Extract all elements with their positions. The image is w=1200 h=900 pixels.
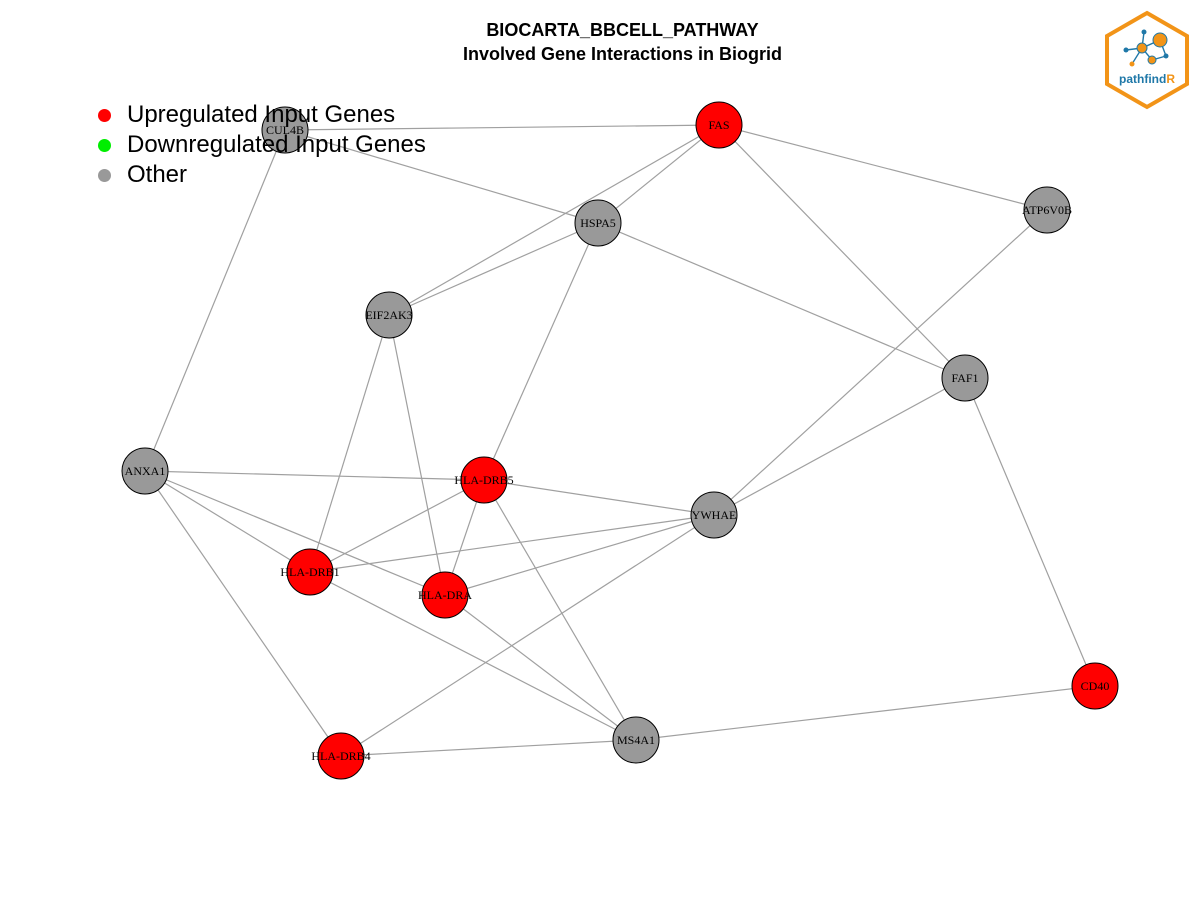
node-circle-ywhae (690, 491, 738, 539)
edge-cul4b-hspa5 (284, 129, 599, 224)
edge-ms4a1-hla-drb4 (340, 739, 637, 757)
edge-anxa1-hla-dra (144, 470, 446, 596)
edge-anxa1-hla-drb5 (144, 470, 485, 481)
node-cul4b: CUL4B (261, 106, 309, 154)
node-hla-drb4: HLA-DRB4 (311, 732, 371, 780)
logo-hexagon (1105, 10, 1189, 110)
legend-swatch-other (98, 168, 111, 182)
edge-fas-hspa5 (597, 124, 720, 224)
node-eif2ak3: EIF2AK3 (365, 291, 413, 339)
edge-hla-drb1-ms4a1 (309, 571, 637, 741)
logo-text: pathfindR (1119, 72, 1175, 86)
node-label-ms4a1: MS4A1 (617, 733, 655, 747)
node-hla-drb5: HLA-DRB5 (454, 456, 514, 504)
node-faf1: FAF1 (941, 354, 989, 402)
edge-hla-drb5-hla-drb1 (309, 479, 485, 573)
edge-fas-eif2ak3 (388, 124, 720, 316)
legend-label-upregulated: Upregulated Input Genes (127, 101, 396, 128)
edge-eif2ak3-hla-drb1 (309, 314, 390, 573)
node-label-hla-dra: HLA-DRA (418, 588, 472, 602)
edge-ywhae-hla-drb4 (340, 514, 715, 757)
node-layer: CUL4B FAS HSPA5 ATP6V0B EIF2AK3FAF1ANXA1HLA-… (121, 101, 1119, 780)
node-circle-faf1 (941, 354, 989, 402)
edge-faf1-cd40 (964, 377, 1096, 687)
node-hla-drb1: HLA-DRB1 (280, 548, 340, 596)
edge-hspa5-eif2ak3 (388, 222, 599, 316)
edge-atp6v0b-ywhae (713, 209, 1048, 516)
node-ms4a1: MS4A1 (612, 716, 660, 764)
edge-hla-drb5-ms4a1 (483, 479, 637, 741)
legend-item-downregulated: Downregulated Input Genes (98, 130, 426, 160)
node-cd40: CD40 (1071, 662, 1119, 710)
edge-cul4b-fas (284, 124, 720, 131)
node-label-hla-drb5: HLA-DRB5 (454, 473, 513, 487)
node-circle-atp6v0b (1023, 186, 1071, 234)
chart-title: BIOCARTA_BBCELL_PATHWAY (486, 20, 759, 40)
edge-cul4b-anxa1 (144, 129, 286, 472)
node-circle-ms4a1 (612, 716, 660, 764)
edge-anxa1-hla-drb4 (144, 470, 342, 757)
node-anxa1: ANXA1 (121, 447, 169, 495)
node-circle-cul4b (261, 106, 309, 154)
node-fas: FAS (695, 101, 743, 149)
edge-eif2ak3-hla-dra (388, 314, 446, 596)
node-hla-dra: HLA-DRA (418, 571, 472, 619)
logo-nodes (1123, 29, 1169, 67)
legend: Upregulated Input Genes Downregulated In… (98, 100, 426, 190)
logo-text-accent: R (1166, 72, 1175, 86)
chart-subtitle: Involved Gene Interactions in Biogrid (462, 44, 783, 64)
legend-swatch-downregulated (98, 138, 111, 152)
node-label-cd40: CD40 (1081, 679, 1110, 693)
node-ywhae: YWHAE (690, 491, 738, 539)
node-label-hspa5: HSPA5 (580, 216, 616, 230)
legend-label-downregulated: Downregulated Input Genes (127, 131, 426, 158)
edge-ywhae-hla-dra (444, 514, 715, 596)
edge-hspa5-faf1 (597, 222, 966, 379)
edge-layer (144, 124, 1096, 757)
edge-fas-atp6v0b (718, 124, 1048, 211)
node-atp6v0b: ATP6V0B (1022, 186, 1072, 234)
node-label-hla-drb4: HLA-DRB4 (311, 749, 370, 763)
edge-hspa5-hla-drb5 (483, 222, 599, 481)
edge-cd40-ms4a1 (635, 685, 1096, 741)
node-circle-anxa1 (121, 447, 169, 495)
node-hspa5: HSPA5 (574, 199, 622, 247)
logo-text-main: pathfind (1119, 72, 1166, 86)
node-circle-cd40 (1071, 662, 1119, 710)
node-label-atp6v0b: ATP6V0B (1022, 203, 1072, 217)
edge-ywhae-hla-drb1 (309, 514, 715, 573)
node-circle-hla-drb5 (460, 456, 508, 504)
node-circle-hspa5 (574, 199, 622, 247)
edge-fas-faf1 (718, 124, 966, 379)
node-label-faf1: FAF1 (951, 371, 978, 385)
node-circle-eif2ak3 (365, 291, 413, 339)
edge-hla-drb5-ywhae (483, 479, 715, 516)
node-label-eif2ak3: EIF2AK3 (365, 308, 412, 322)
node-circle-hla-drb1 (286, 548, 334, 596)
node-label-anxa1: ANXA1 (125, 464, 166, 478)
edge-hla-dra-ms4a1 (444, 594, 637, 741)
legend-label-other: Other (127, 161, 188, 188)
edge-anxa1-hla-drb1 (144, 470, 311, 573)
pathfindr-logo: pathfindR (1105, 10, 1189, 110)
legend-item-other: Other (98, 160, 426, 190)
edge-faf1-ywhae (713, 377, 966, 516)
legend-item-upregulated: Upregulated Input Genes (98, 100, 426, 130)
node-circle-hla-dra (421, 571, 469, 619)
node-circle-fas (695, 101, 743, 149)
node-label-fas: FAS (708, 118, 729, 132)
legend-swatch-upregulated (98, 108, 111, 122)
node-label-hla-drb1: HLA-DRB1 (280, 565, 339, 579)
node-label-ywhae: YWHAE (692, 508, 737, 522)
node-label-cul4b: CUL4B (266, 123, 304, 137)
node-circle-hla-drb4 (317, 732, 365, 780)
